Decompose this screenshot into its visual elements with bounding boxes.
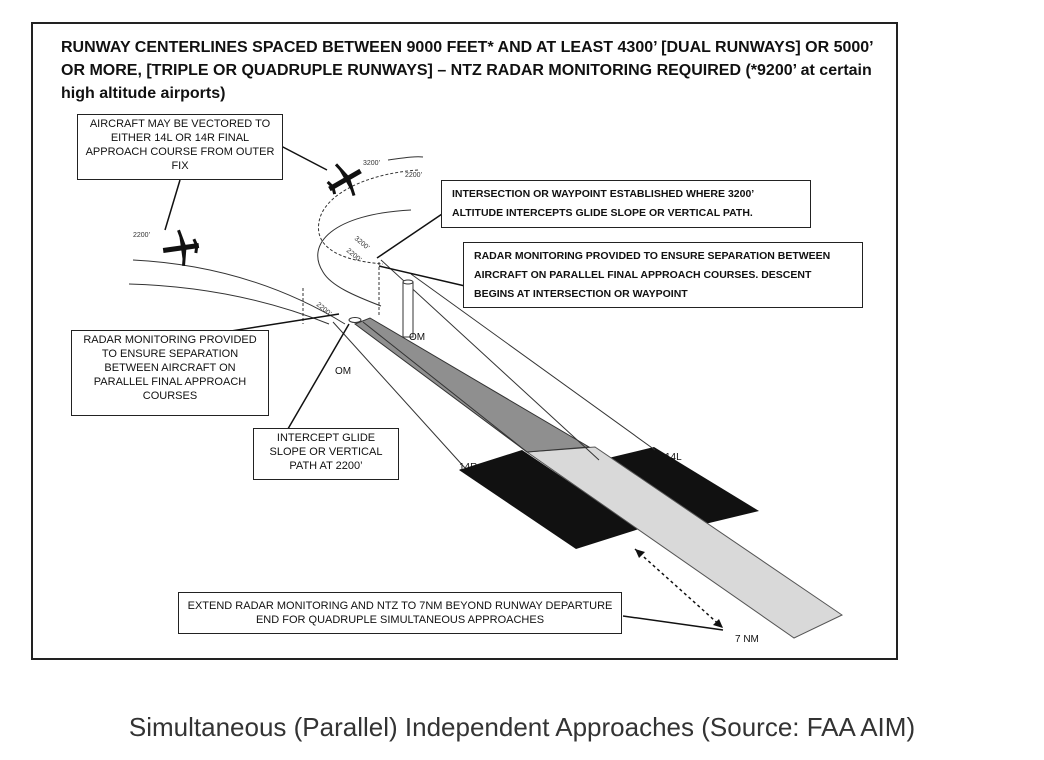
ntz-wedge [353, 317, 591, 453]
vectored-callout: AIRCRAFT MAY BE VECTORED TO EITHER 14L O… [77, 114, 283, 180]
runway-label-14l: 14L [665, 452, 682, 463]
runway-label-14r: 14R [459, 462, 478, 473]
altitude-plane-left: 2200’ [133, 232, 151, 239]
approach-line-right [380, 259, 600, 461]
om-post-right [402, 281, 414, 338]
intercept-callout: INTERCEPT GLIDE SLOPE OR VERTICAL PATH A… [253, 428, 399, 480]
om-label-right: OM [409, 332, 426, 343]
extend-callout: EXTEND RADAR MONITORING AND NTZ TO 7NM B… [178, 592, 622, 634]
pointer-intercept [284, 323, 350, 435]
distance-arrow [634, 548, 724, 629]
distance-arrow-head-bottom [713, 619, 723, 628]
altitude-plane-right-b: 2200’ [405, 172, 423, 179]
distance-arrow-head-top [635, 549, 645, 558]
radar-right-callout: RADAR MONITORING PROVIDED TO ENSURE SEPA… [463, 242, 863, 308]
flight-path-right-upper [387, 156, 424, 161]
runway-14l-threshold [600, 447, 759, 524]
flight-path-right-dashed [317, 169, 419, 265]
flight-path-right-solid [317, 209, 412, 307]
diagram-figure: RUNWAY CENTERLINES SPACED BETWEEN 9000 F… [31, 22, 898, 660]
altitude-plane-right-a: 3200’ [363, 160, 381, 167]
pointer-vectored-right [280, 145, 328, 171]
pointer-intersection [376, 211, 446, 259]
airplane-icon-left [162, 229, 200, 266]
intersection-callout: INTERSECTION OR WAYPOINT ESTABLISHED WHE… [441, 180, 811, 228]
figure-caption: Simultaneous (Parallel) Independent Appr… [128, 712, 916, 742]
approach-line-mid [362, 321, 528, 453]
flight-path-left-outer [128, 283, 330, 325]
diagram-title: RUNWAY CENTERLINES SPACED BETWEEN 9000 F… [61, 39, 873, 102]
om-label-left: OM [335, 366, 352, 377]
radar-left-callout: RADAR MONITORING PROVIDED TO ENSURE SEPA… [71, 330, 269, 416]
approach-line-far-right [410, 273, 656, 451]
runway-14r-threshold [459, 450, 639, 549]
pointer-extend [622, 615, 724, 631]
approach-line-left [332, 321, 466, 469]
distance-label: 7 NM [735, 634, 759, 645]
om-post-right-top [402, 279, 414, 285]
diagram-drawing [128, 145, 843, 639]
om-post-left-top [348, 317, 362, 323]
pointer-radar-right [378, 265, 466, 287]
flight-path-left [132, 259, 346, 325]
pointer-vectored-left [164, 179, 181, 231]
